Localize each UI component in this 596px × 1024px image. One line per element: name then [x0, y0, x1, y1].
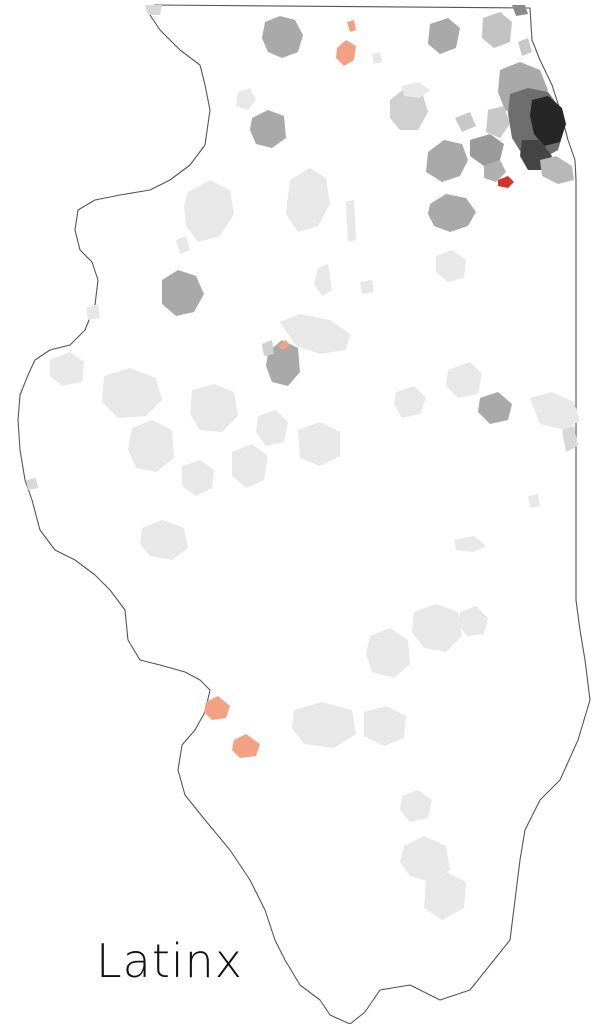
community-area	[336, 40, 356, 66]
community-area	[428, 18, 460, 54]
community-area	[470, 134, 504, 166]
community-area	[455, 112, 476, 132]
community-area	[204, 696, 230, 720]
community-area	[540, 156, 574, 184]
community-area	[250, 110, 286, 148]
community-area	[458, 606, 488, 636]
community-area	[530, 96, 566, 146]
community-area	[372, 52, 382, 64]
community-area	[347, 20, 356, 32]
community-area	[145, 5, 162, 15]
community-area	[176, 236, 190, 254]
community-area	[26, 478, 38, 490]
community-area	[390, 88, 428, 130]
community-area	[182, 460, 214, 496]
community-area	[256, 410, 288, 446]
community-area	[400, 790, 432, 822]
community-area	[528, 494, 540, 508]
community-area	[286, 168, 330, 232]
community-area	[436, 250, 466, 282]
community-area	[140, 520, 188, 560]
community-area	[364, 706, 406, 746]
community-area	[482, 12, 512, 48]
community-area	[394, 386, 426, 418]
community-area	[236, 88, 256, 110]
community-area	[424, 872, 466, 920]
community-area	[346, 200, 356, 242]
community-area	[486, 106, 510, 138]
community-area	[50, 352, 84, 386]
community-area	[412, 604, 462, 652]
community-area	[402, 82, 430, 98]
community-area	[184, 180, 234, 242]
community-area	[232, 444, 268, 488]
community-area	[562, 426, 578, 452]
community-area	[428, 194, 476, 232]
community-area	[190, 384, 238, 432]
community-area	[266, 340, 300, 386]
community-area	[298, 422, 340, 466]
community-area	[128, 420, 174, 472]
community-area	[518, 38, 532, 56]
community-shapes	[26, 5, 580, 920]
community-area	[278, 340, 290, 350]
community-area	[292, 702, 356, 748]
community-area	[498, 176, 514, 188]
community-area	[478, 392, 512, 424]
community-area	[446, 362, 482, 398]
map-title-label: Latinx	[96, 934, 244, 988]
community-area	[102, 368, 162, 418]
community-area	[512, 5, 528, 16]
community-area	[262, 340, 274, 356]
community-area	[454, 536, 486, 552]
community-area	[162, 270, 204, 316]
community-area	[484, 160, 506, 182]
community-area	[366, 628, 410, 678]
community-area	[426, 140, 468, 182]
community-area	[262, 16, 303, 58]
community-area	[530, 392, 580, 430]
community-area	[232, 734, 260, 758]
community-area	[314, 264, 332, 296]
community-area	[400, 836, 450, 882]
state-outline	[17, 4, 591, 1024]
community-area	[86, 304, 100, 320]
community-area	[280, 314, 350, 354]
community-area	[360, 280, 374, 294]
